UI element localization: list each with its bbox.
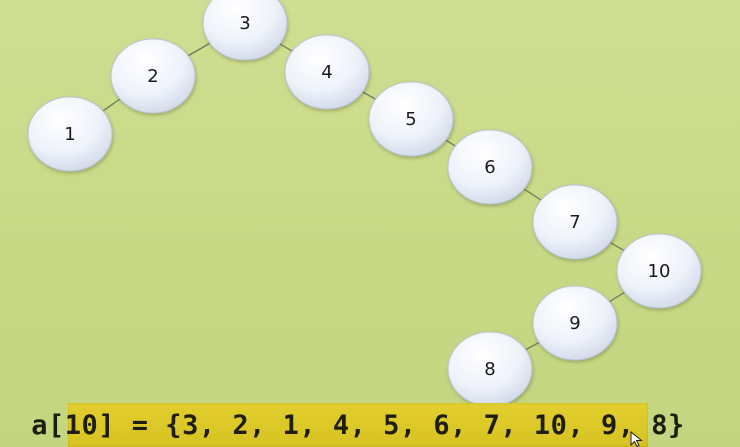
node-circle: [368, 81, 454, 157]
node-label: 3: [239, 13, 250, 34]
node-label: 10: [648, 261, 671, 282]
tree-node-2: 2: [110, 38, 196, 114]
node-label: 4: [321, 62, 332, 83]
node-circle: [532, 184, 618, 260]
nodes-layer: 1 2 3 4 5 6 7 10 9 8: [27, 0, 702, 407]
node-circle: [110, 38, 196, 114]
node-label: 5: [405, 109, 416, 130]
tree-node-3: 3: [202, 0, 288, 61]
array-caption-text: a[10] = {3, 2, 1, 4, 5, 6, 7, 10, 9, 8}: [31, 409, 685, 441]
node-circle: [284, 34, 370, 110]
tree-node-7: 7: [532, 184, 618, 260]
tree-node-4: 4: [284, 34, 370, 110]
node-circle: [532, 285, 618, 361]
node-label: 1: [64, 124, 75, 145]
tree-node-6: 6: [447, 129, 533, 205]
array-caption-bar: a[10] = {3, 2, 1, 4, 5, 6, 7, 10, 9, 8}: [31, 403, 684, 447]
node-circle: [447, 129, 533, 205]
node-circle: [27, 96, 113, 172]
node-circle: [202, 0, 288, 61]
node-label: 6: [484, 157, 495, 178]
tree-node-1: 1: [27, 96, 113, 172]
tree-node-8: 8: [447, 331, 533, 407]
tree-node-9: 9: [532, 285, 618, 361]
node-label: 9: [569, 313, 580, 334]
mouse-cursor-icon: [630, 431, 643, 447]
node-circle: [616, 233, 702, 309]
tree-node-5: 5: [368, 81, 454, 157]
node-label: 8: [484, 359, 495, 380]
node-label: 7: [569, 212, 580, 233]
tree-node-10: 10: [616, 233, 702, 309]
node-label: 2: [147, 66, 158, 87]
